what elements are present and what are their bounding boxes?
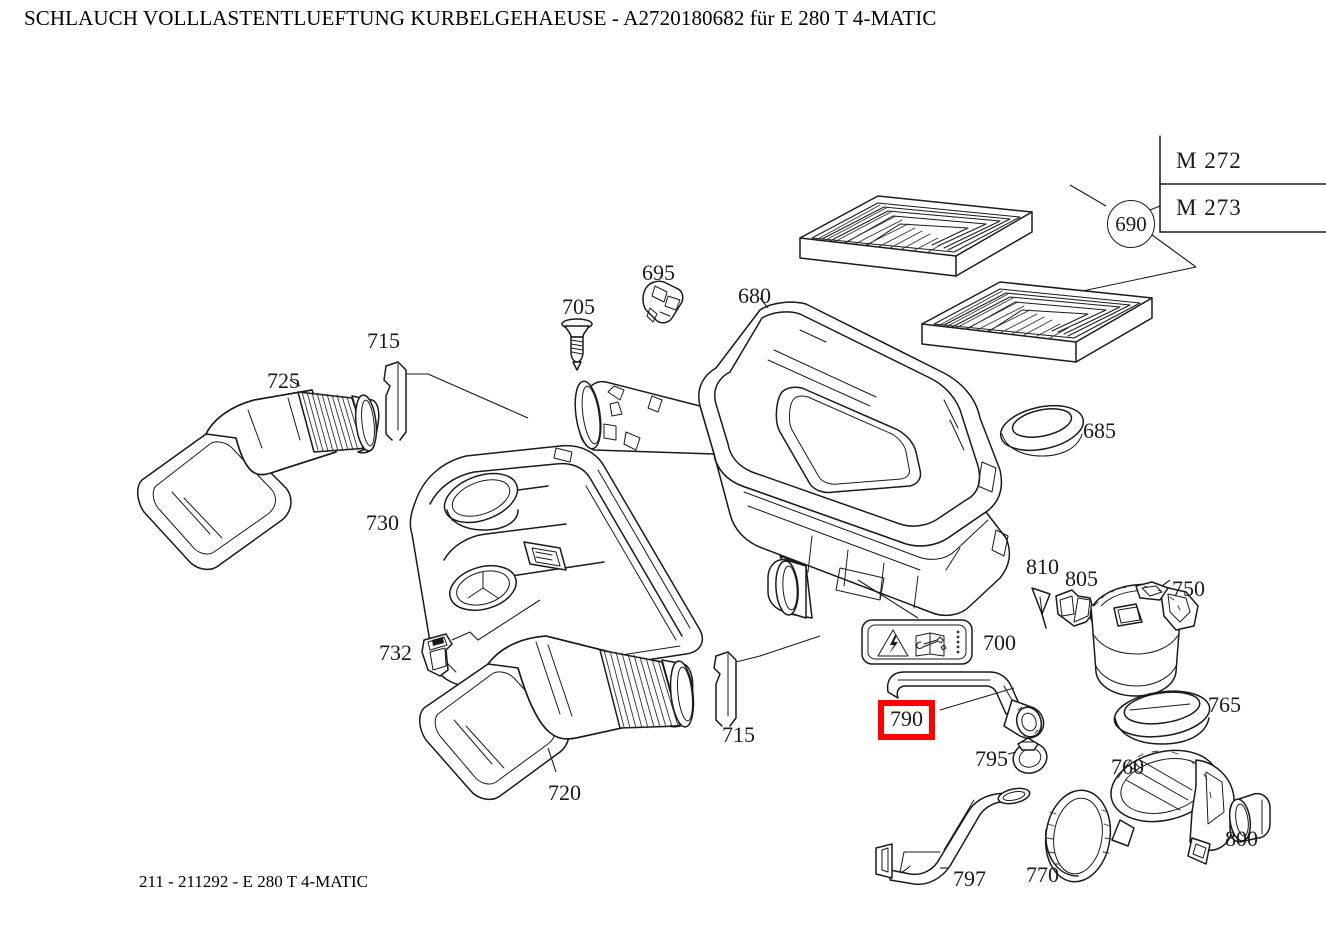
engine-variant-m272: M 272 [1176, 148, 1242, 173]
hose-clamp-795 [1007, 737, 1048, 774]
callout-750: 750 [1172, 576, 1205, 601]
callout-700: 700 [983, 630, 1016, 655]
pin-810 [1031, 587, 1051, 629]
callout-720: 720 [548, 780, 581, 805]
air-intake-duct-720 [419, 635, 695, 801]
callout-760: 760 [1111, 754, 1144, 779]
callout-715-upper: 715 [367, 328, 400, 353]
callout-800: 800 [1225, 826, 1258, 851]
callout-725: 725 [267, 368, 300, 393]
cover-clip-732 [421, 599, 541, 677]
air-filter-element-upper [799, 195, 1033, 277]
airbox-lower-port [767, 555, 813, 619]
callout-680: 680 [738, 283, 771, 308]
breather-hose-797 [875, 787, 1031, 886]
mercedes-star-emblem [449, 564, 517, 612]
throttle-body-750 [1089, 579, 1199, 697]
callout-805: 805 [1065, 566, 1098, 591]
callout-770: 770 [1026, 862, 1059, 887]
spring-clip-715-lower [713, 635, 821, 727]
callout-705: 705 [562, 294, 595, 319]
seal-ring-765 [1113, 690, 1211, 745]
seal-ring-685 [999, 404, 1085, 457]
air-intake-duct-725 [137, 379, 380, 571]
callout-732: 732 [379, 640, 412, 665]
callout-790-highlighted[interactable]: 790 [878, 700, 935, 740]
callout-730: 730 [366, 510, 399, 535]
spring-clip-715-upper [383, 361, 529, 441]
engine-variant-box [1149, 135, 1326, 233]
air-filter-housing-680 [574, 297, 1011, 619]
page-title: SCHLAUCH VOLLLASTENTLUEFTUNG KURBELGEHAE… [24, 6, 937, 30]
callout-765: 765 [1208, 692, 1241, 717]
screw-705 [561, 318, 593, 371]
bushing-800 [1228, 792, 1271, 843]
callout-797: 797 [953, 866, 986, 891]
gasket-ring-770 [1044, 789, 1112, 883]
breather-hose-790 [886, 671, 1045, 739]
page-footer: 211 - 211292 - E 280 T 4-MATIC [139, 872, 369, 891]
airbox-left-port [574, 380, 715, 455]
callout-685: 685 [1083, 418, 1116, 443]
callout-810: 810 [1026, 554, 1059, 579]
air-filter-element-lower [921, 281, 1153, 363]
callout-795: 795 [975, 746, 1008, 771]
intake-housing-760 [1110, 749, 1235, 865]
retaining-clip-695 [642, 280, 684, 324]
callout-690: 690 [1107, 200, 1155, 248]
warning-label-700 [857, 579, 973, 665]
callout-695: 695 [642, 260, 675, 285]
engine-variant-m273: M 273 [1176, 195, 1242, 220]
callout-715-lower: 715 [722, 722, 755, 747]
engine-cover-730 [409, 444, 704, 688]
